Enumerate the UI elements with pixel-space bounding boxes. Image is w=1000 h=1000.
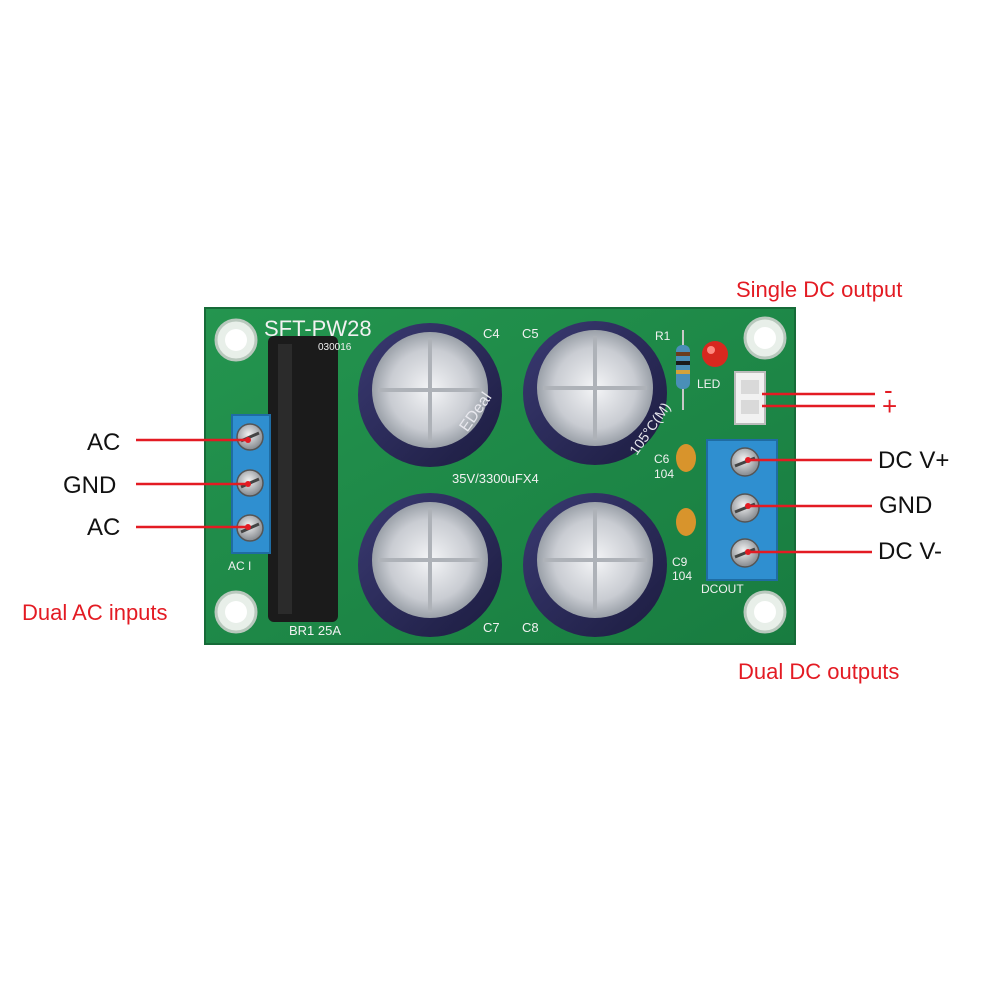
plus-sign-label: + xyxy=(882,391,898,421)
cap-c4-label: C4 xyxy=(483,326,500,341)
ac-top-label: AC xyxy=(87,429,121,456)
mounting-hole xyxy=(214,590,258,634)
acin-label: AC I xyxy=(228,559,251,573)
capacitor-c5 xyxy=(523,321,667,465)
board-serial-label: 030016 xyxy=(318,342,352,353)
minus-sign-label: - xyxy=(884,375,893,405)
c6-label: C6 xyxy=(654,452,670,466)
board-model-label: SFT-PW28 xyxy=(264,316,372,341)
r1-label: R1 xyxy=(655,329,671,343)
single-dc-connector xyxy=(734,371,766,425)
cap-c5-label: C5 xyxy=(522,326,539,341)
bridge-label: BR1 25A xyxy=(289,623,341,638)
led-label: LED xyxy=(697,377,721,391)
mounting-hole xyxy=(214,318,258,362)
c6-value-label: 104 xyxy=(654,467,674,481)
cap-c8-label: C8 xyxy=(522,620,539,635)
cap-c7-label: C7 xyxy=(483,620,500,635)
ac-bottom-label: AC xyxy=(87,514,121,541)
dc-output-terminal xyxy=(706,439,778,581)
mounting-hole xyxy=(743,316,787,360)
c9-value-label: 104 xyxy=(672,569,692,583)
capacitor-c4 xyxy=(358,323,502,467)
capacitor-c6 xyxy=(676,444,696,472)
dcout-label: DCOUT xyxy=(701,582,744,596)
mounting-hole xyxy=(743,590,787,634)
single-dc-output-label: Single DC output xyxy=(736,277,903,302)
gnd-left-label: GND xyxy=(63,472,117,499)
dual-ac-inputs-label: Dual AC inputs xyxy=(22,600,168,625)
cap-spec-label: 35V/3300uFX4 xyxy=(452,471,539,486)
c9-label: C9 xyxy=(672,555,688,569)
dc-v-minus-label: DC V- xyxy=(878,538,943,565)
capacitor-c9 xyxy=(676,508,696,536)
capacitor-c8 xyxy=(523,493,667,637)
capacitor-c7 xyxy=(358,493,502,637)
gnd-right-label: GND xyxy=(879,492,933,519)
led xyxy=(702,341,728,367)
dc-v-plus-label: DC V+ xyxy=(878,447,950,474)
resistor-r1 xyxy=(676,330,690,410)
dual-dc-outputs-label: Dual DC outputs xyxy=(738,659,900,684)
